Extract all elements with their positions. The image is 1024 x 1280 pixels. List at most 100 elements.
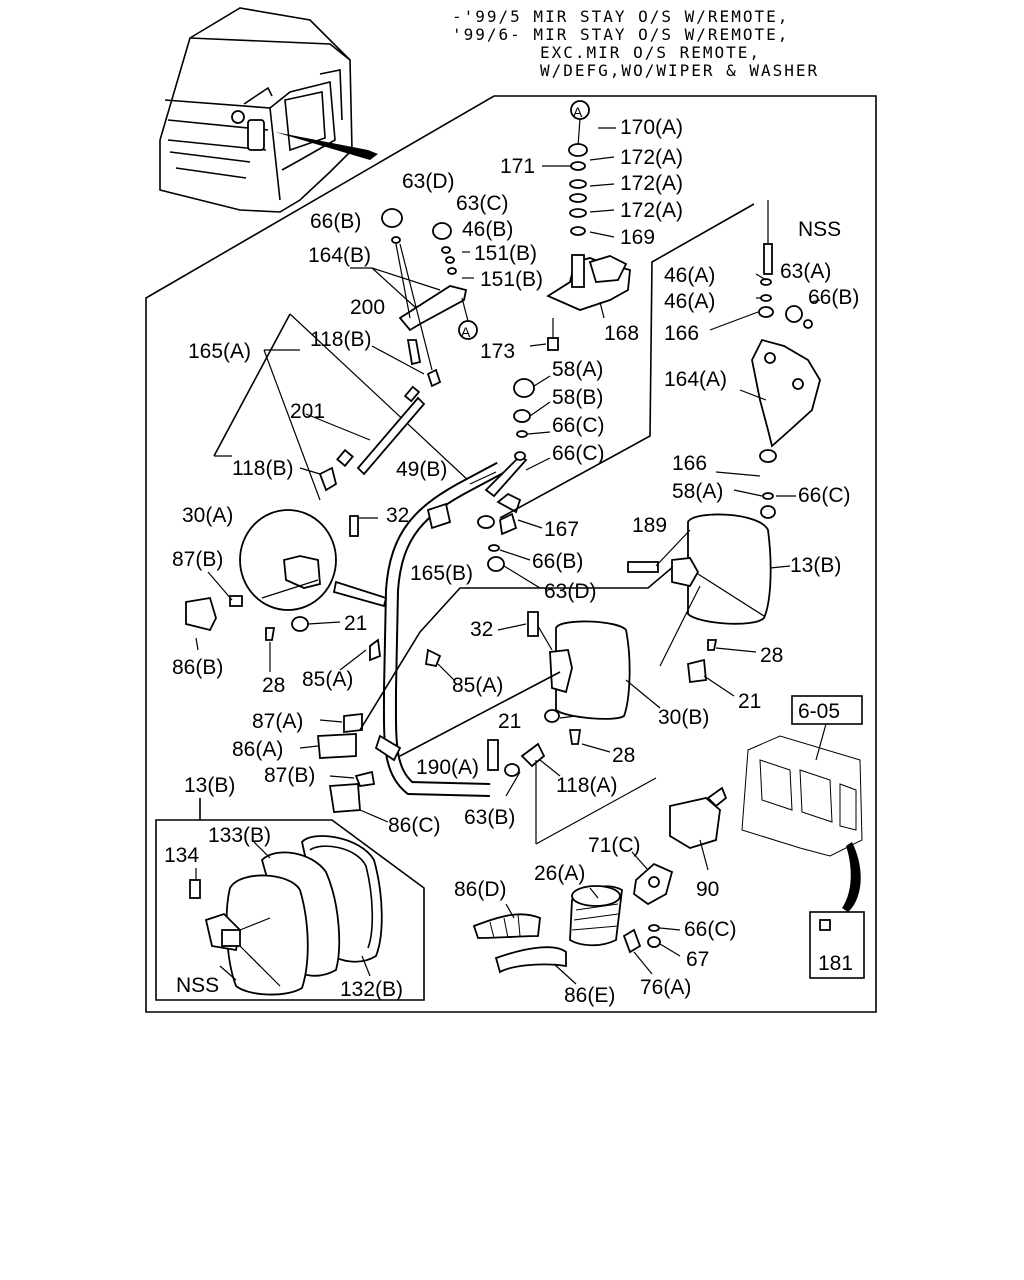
ref-6-05: 6-05 181 [669,695,865,979]
main-frame [145,95,877,1013]
label-201: 201 [290,400,325,423]
label-66b-right: 66(B) [808,286,859,309]
label-28-right: 28 [760,644,783,667]
label-85a-1: 85(A) [302,668,353,691]
header-line-2: '99/6- MIR STAY O/S W/REMOTE, [452,25,789,44]
label-166-1: 166 [664,322,699,345]
label-63c: 63(C) [456,192,509,215]
label-86c: 86(C) [388,814,441,837]
label-13b-right: 13(B) [790,554,841,577]
label-118b-bot: 118(B) [232,457,293,480]
label-165a: 165(A) [188,340,251,363]
label-87b-top: 87(B) [172,548,223,571]
label-170a: 170(A) [620,116,683,139]
label-63d-mid: 63(D) [544,580,597,603]
label-118b-top: 118(B) [310,328,371,351]
label-90: 90 [696,878,719,901]
label-21-mid: 21 [498,710,521,733]
label-134: 134 [164,844,199,867]
label-71c: 71(C) [588,834,641,857]
label-166-2: 166 [672,452,707,475]
ref-a-top: A [573,104,583,120]
label-86e: 86(E) [564,984,615,1007]
label-87b-bot: 87(B) [264,764,315,787]
label-164b: 164(B) [308,244,371,267]
header-line-3: EXC.MIR O/S REMOTE, [540,43,761,62]
label-30a: 30(A) [182,504,233,527]
label-164a: 164(A) [664,368,727,391]
label-28-left: 28 [262,674,285,697]
mirror-30b [399,611,661,757]
label-190a: 190(A) [416,756,479,779]
label-46b: 46(B) [462,218,513,241]
header-line-4: W/DEFG,WO/WIPER & WASHER [540,61,819,80]
label-86b: 86(B) [172,656,223,679]
label-189: 189 [632,514,667,537]
label-76a: 76(A) [640,976,691,999]
label-58b: 58(B) [552,386,603,409]
label-171: 171 [500,155,535,178]
label-21-right: 21 [738,690,761,713]
upper-mount-assembly: A [529,100,631,351]
label-63d-top: 63(D) [402,170,455,193]
pipe-clamps [299,565,675,823]
ref-a-mid: A [461,324,471,340]
label-200: 200 [350,296,385,319]
label-167: 167 [544,518,579,541]
label-133b: 133(B) [208,824,271,847]
label-181: 181 [818,952,853,975]
mirror-30a [185,509,388,672]
label-173: 173 [480,340,515,363]
label-13b-left: 13(B) [184,774,235,797]
label-nss-top: NSS [798,218,841,241]
label-168: 168 [604,322,639,345]
inset-mirror-13b [155,798,425,1001]
label-86d: 86(D) [454,878,507,901]
header-line-1: -'99/5 MIR STAY O/S W/REMOTE, [452,7,789,26]
brace-201 [213,313,471,501]
bottom-hoses [472,851,681,985]
label-151b-1: 151(B) [474,242,537,265]
header-notes: -'99/5 MIR STAY O/S W/REMOTE, '99/6- MIR… [452,7,819,80]
label-30b: 30(B) [658,706,709,729]
label-172a-3: 172(A) [620,199,683,222]
label-86a: 86(A) [232,738,283,761]
mirror-13b-right [627,513,791,697]
stay-arm-164a [709,200,821,519]
label-118a: 118(A) [556,774,617,797]
label-63b: 63(B) [464,806,515,829]
label-32-left: 32 [386,504,409,527]
label-58a-right: 58(A) [672,480,723,503]
label-85a-2: 85(A) [452,674,503,697]
label-58a-top: 58(A) [552,358,603,381]
pipe-stay-49b [374,461,504,797]
label-87a: 87(A) [252,710,303,733]
label-151b-2: 151(B) [480,268,543,291]
label-172a-2: 172(A) [620,172,683,195]
label-165b: 165(B) [410,562,473,585]
label-49b: 49(B) [396,458,447,481]
label-132b: 132(B) [340,978,403,1001]
label-172a-1: 172(A) [620,146,683,169]
label-46a-1: 46(A) [664,264,715,287]
label-66c-bot: 66(C) [684,918,737,941]
label-21-left: 21 [344,612,367,635]
label-6-05: 6-05 [798,700,840,723]
label-28-mid: 28 [612,744,635,767]
label-66c-1: 66(C) [552,414,605,437]
label-66b-top: 66(B) [310,210,361,233]
stay-arm-164b: A [350,208,478,388]
center-fastener-stack [477,203,755,589]
label-66c-right: 66(C) [798,484,851,507]
lower-fasteners [487,739,657,845]
label-169: 169 [620,226,655,249]
label-66c-2: 66(C) [552,442,605,465]
label-66b-mid: 66(B) [532,550,583,573]
label-nss-bot: NSS [176,974,219,997]
truck-cab-sketch [159,7,378,213]
label-46a-2: 46(A) [664,290,715,313]
label-32-mid: 32 [470,618,493,641]
label-63a: 63(A) [780,260,831,283]
label-67: 67 [686,948,709,971]
